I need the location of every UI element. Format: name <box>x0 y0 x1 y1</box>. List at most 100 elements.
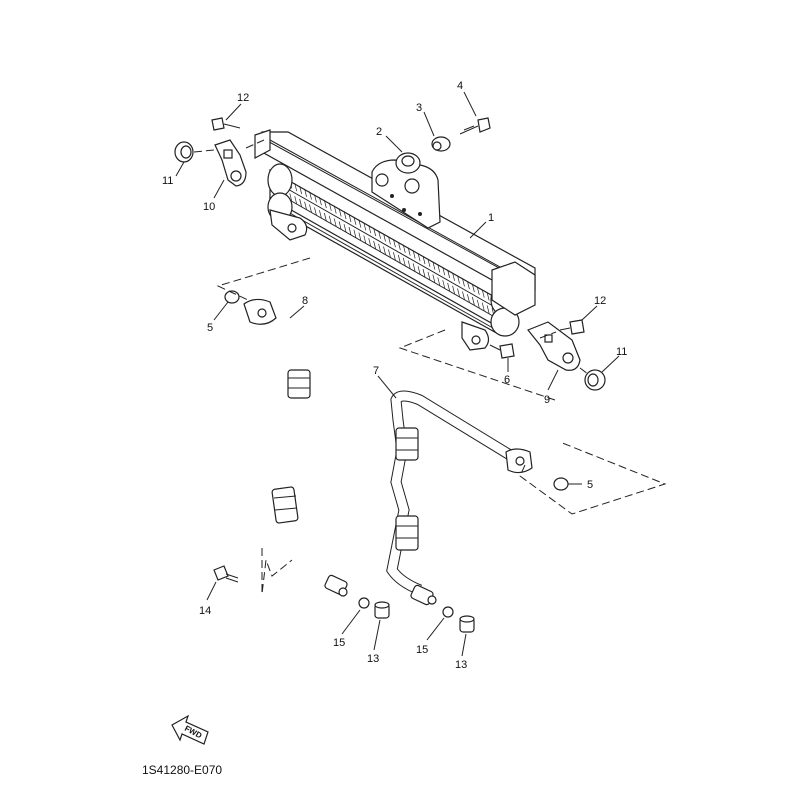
bolt-top <box>459 117 491 135</box>
callout-7: 7 <box>373 365 379 377</box>
callout-9: 9 <box>544 394 550 406</box>
oil-cooler <box>254 129 536 351</box>
cooler-fin <box>299 185 303 195</box>
cooler-fin <box>467 294 470 303</box>
cooler-fin <box>427 271 431 280</box>
cooler-fin <box>304 188 307 197</box>
cooler-fin <box>294 196 298 205</box>
cooler-fin <box>358 232 362 241</box>
forward-direction-arrow: FWD <box>171 714 209 745</box>
callout-labels: 1 2 3 4 12 11 10 5 8 12 11 9 6 7 5 14 15… <box>162 80 627 671</box>
cooler-fin <box>407 260 411 269</box>
cooler-fin <box>378 230 381 239</box>
cooler-fin <box>333 205 337 214</box>
callout-13a: 13 <box>367 653 379 665</box>
cooler-fin <box>481 289 485 298</box>
bolt-left <box>211 117 241 131</box>
bolt-14 <box>213 565 239 583</box>
cooler-fin <box>442 267 446 276</box>
cooler-fin <box>417 266 421 275</box>
grommet-left <box>174 141 194 163</box>
callout-3: 3 <box>416 102 422 114</box>
callout-13b: 13 <box>455 659 467 671</box>
cooler-fin <box>393 252 396 261</box>
o-ring-5-right <box>553 477 569 491</box>
cooler-fin <box>373 227 377 237</box>
cooler-fin <box>467 281 470 290</box>
callout-1: 1 <box>488 212 494 224</box>
cooler-fin <box>437 264 441 273</box>
cooler-fin <box>348 226 352 236</box>
cooler-fin <box>422 255 426 265</box>
cooler-fin <box>447 269 451 279</box>
cooler-fin <box>338 208 342 217</box>
cooler-fin <box>309 204 312 213</box>
cooler-fin <box>442 280 446 289</box>
cooler-fin <box>462 291 465 300</box>
cooler-fin <box>319 197 322 206</box>
cooler-fin <box>383 233 386 242</box>
union-13-right <box>459 615 475 633</box>
callout-12a: 12 <box>237 92 249 104</box>
cooler-fin <box>452 272 455 281</box>
callout-11a: 11 <box>162 175 173 187</box>
cooler-fin <box>309 191 312 200</box>
cooler-fin <box>427 258 431 267</box>
cooler-fin <box>348 213 352 223</box>
cooler-fin <box>476 299 480 308</box>
cooler-fin <box>452 285 455 294</box>
cooler-fin <box>407 247 411 256</box>
callout-6: 6 <box>504 374 510 386</box>
callout-11b: 11 <box>616 346 627 358</box>
cooler-fin <box>397 254 401 264</box>
cooler-fin <box>289 193 293 202</box>
cooler-fin <box>328 215 332 224</box>
cooler-fin <box>393 239 396 248</box>
cooler-fin <box>368 238 372 247</box>
cooler-fin <box>457 275 460 284</box>
cooler-fin <box>363 222 367 231</box>
cooler-fin <box>373 240 377 250</box>
cooler-fin <box>471 296 475 306</box>
cooler-fin <box>412 263 416 272</box>
cooler-fin <box>486 305 490 314</box>
callout-5b: 5 <box>587 479 593 491</box>
cooler-fin <box>299 198 303 208</box>
callout-8: 8 <box>302 295 308 307</box>
union-13-left <box>374 601 390 619</box>
cooler-fin <box>476 286 480 295</box>
cooler-fin <box>323 199 327 209</box>
cooler-fin <box>417 253 421 262</box>
cooler-fin <box>363 235 367 244</box>
callout-4: 4 <box>457 80 463 92</box>
cooler-fin <box>402 244 406 253</box>
cooler-fin <box>333 218 337 227</box>
cooler-fin <box>353 229 357 238</box>
grommet-right <box>584 369 606 391</box>
cooler-fin <box>368 225 372 234</box>
callout-15b: 15 <box>416 644 428 656</box>
cooler-fin <box>358 219 362 228</box>
callout-14: 14 <box>199 605 211 617</box>
cooler-fin <box>294 183 298 192</box>
rubber-damper <box>395 152 421 174</box>
cooler-fin <box>343 224 347 233</box>
bracket-left <box>214 139 247 187</box>
cooler-fin <box>383 246 386 255</box>
leader-lines <box>175 91 620 657</box>
cooler-fin <box>314 194 317 203</box>
oil-hose-8 <box>243 298 348 597</box>
cooler-fin <box>378 243 381 252</box>
cooler-fin <box>323 212 327 222</box>
cooler-fin <box>388 249 391 258</box>
cooler-fin <box>471 283 475 293</box>
oil-hose-7 <box>386 390 533 606</box>
cooler-fin <box>328 202 332 211</box>
callout-10: 10 <box>203 201 215 213</box>
cooler-fin <box>353 216 357 225</box>
cooler-fin <box>314 207 317 216</box>
washer-15-left <box>358 597 370 609</box>
collar <box>431 136 451 152</box>
cooler-fin <box>422 268 426 278</box>
